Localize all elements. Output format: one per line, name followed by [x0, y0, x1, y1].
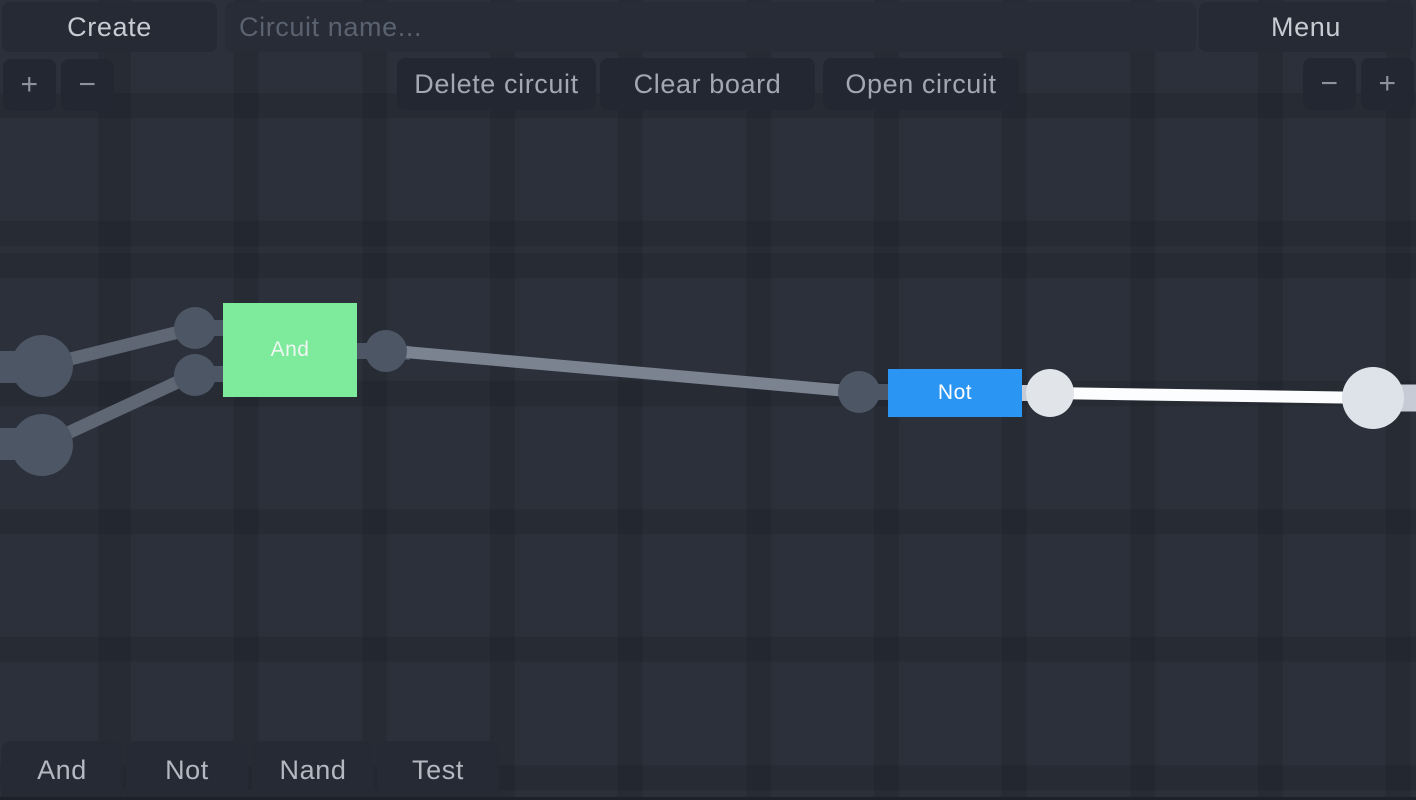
clear-board-button[interactable]: Clear board [600, 58, 815, 110]
open-circuit-button[interactable]: Open circuit [823, 58, 1019, 110]
palette-item-nand[interactable]: Nand [252, 741, 374, 800]
wire-and-to-not [404, 346, 860, 398]
create-button[interactable]: Create [2, 2, 217, 52]
and-input-pin-2[interactable] [174, 354, 216, 396]
zoom-in-button-left[interactable]: + [3, 59, 56, 111]
output-node[interactable] [1342, 367, 1404, 429]
zoom-out-button-right[interactable]: − [1303, 58, 1356, 110]
palette-item-not[interactable]: Not [126, 741, 248, 800]
and-output-pin[interactable] [365, 330, 407, 372]
and-gate-label: And [270, 338, 310, 361]
wire-input1-to-and [40, 321, 197, 373]
and-input-pin-1[interactable] [174, 307, 216, 349]
not-gate[interactable]: Not [888, 369, 1022, 417]
palette-item-test[interactable]: Test [377, 741, 499, 800]
delete-circuit-button[interactable]: Delete circuit [397, 58, 596, 110]
zoom-out-button-left[interactable]: − [61, 59, 114, 111]
wire-not-to-output [1049, 387, 1374, 404]
not-gate-label: Not [937, 381, 973, 404]
not-output-pin[interactable] [1026, 369, 1074, 417]
and-gate[interactable]: And [223, 303, 357, 397]
menu-button[interactable]: Menu [1199, 2, 1413, 52]
wire-and-start-segment [385, 344, 411, 360]
palette-item-and[interactable]: And [1, 741, 123, 800]
circuit-name-input[interactable] [225, 2, 1196, 52]
window-bottom-edge [0, 797, 1416, 800]
not-input-pin[interactable] [838, 371, 880, 413]
input-node-1[interactable] [11, 335, 73, 397]
input-node-2[interactable] [11, 414, 73, 476]
zoom-in-button-right[interactable]: + [1361, 58, 1414, 110]
wire-input2-to-and [39, 368, 198, 451]
